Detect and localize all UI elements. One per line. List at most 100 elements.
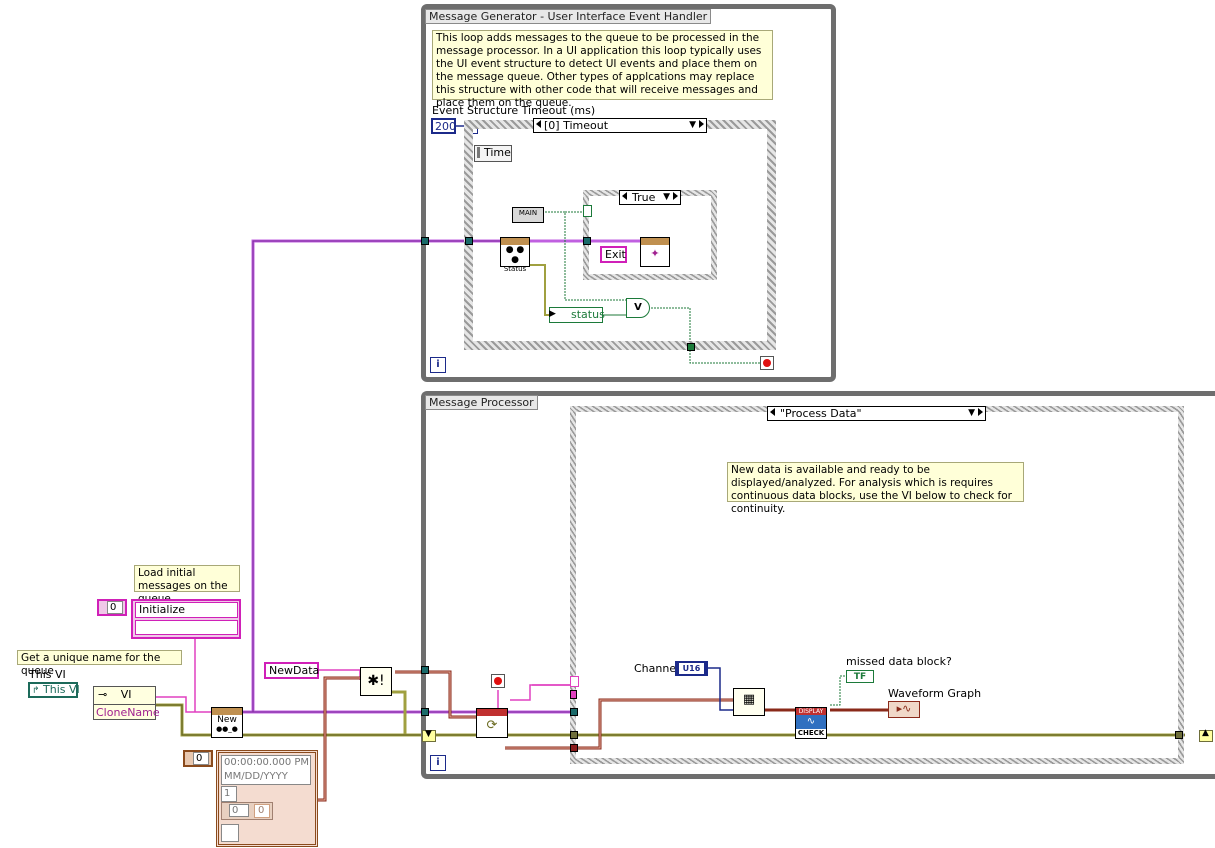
dequeue-subvi-node[interactable]: ⟳ — [476, 708, 508, 738]
exit-constant[interactable]: Exit — [600, 246, 627, 263]
enqueue-node-glyph: ✦ — [650, 247, 660, 260]
or-function-node: V — [626, 298, 650, 318]
channel-label: Channel — [634, 662, 680, 675]
missed-block-type: TF — [853, 672, 867, 682]
this-vi-label: This VI — [29, 668, 66, 681]
message-processor-loop — [421, 391, 1215, 779]
initialize-constant[interactable]: Initialize — [135, 602, 238, 618]
process-decrement-icon[interactable] — [770, 408, 775, 416]
stop-condition-tunnel — [687, 343, 695, 351]
newdata-tunnel-processor-loop — [421, 666, 429, 674]
newdata-constant[interactable]: NewData — [264, 662, 319, 679]
array-empty-element[interactable] — [135, 620, 238, 635]
timeout-constant[interactable]: 200 — [431, 118, 456, 134]
inner-case-selector[interactable]: True ▼ — [619, 190, 681, 205]
waveform-graph-label: Waveform Graph — [888, 687, 982, 700]
shift-register-left: ▼ — [422, 729, 436, 742]
process-case-structure — [570, 406, 1184, 764]
bundle-pink-terminal-2 — [570, 690, 577, 699]
this-vi-const-label: This VI — [43, 683, 80, 696]
processor-stop-constant-icon — [491, 674, 505, 688]
property-node-icon: ⊸ — [98, 688, 108, 701]
process-increment-icon[interactable] — [978, 408, 983, 416]
dequeue-node-glyph: ⟳ — [486, 718, 498, 733]
enqueue-newdata-glyph: ✱! — [367, 673, 385, 689]
bundle-pink-terminal — [570, 676, 579, 687]
obtain-queue-subvi[interactable]: New ●●_● — [211, 707, 243, 738]
status-node-label: Status — [503, 265, 527, 273]
event-case-selector[interactable]: [0] Timeout ▼ — [533, 118, 707, 133]
time-node-bar — [477, 147, 480, 158]
shift-register-left-arrow: ▼ — [425, 729, 432, 739]
message-generator-title: Message Generator - User Interface Event… — [425, 9, 712, 24]
check-continuity-subvi[interactable]: DISPLAY ∿ CHECK — [795, 707, 827, 739]
queue-tunnel-event-in — [465, 237, 473, 245]
property-node[interactable]: ⊸ VI CloneName — [93, 686, 160, 720]
missed-block-label: missed data block? — [846, 655, 952, 668]
status-indicator-label: status — [571, 308, 605, 321]
obtain-queue-label: New — [217, 715, 237, 725]
cluster-value-2[interactable]: 0 — [229, 804, 249, 817]
status-indicator[interactable]: ▶ status — [549, 307, 605, 323]
array-index[interactable]: 0 — [107, 601, 123, 614]
property-node-class: VI — [120, 688, 132, 701]
event-timeout-label: Event Structure Timeout (ms) — [432, 104, 596, 117]
cluster-value-1[interactable]: 1 — [221, 786, 237, 802]
timestamp-index-value[interactable]: 0 — [193, 752, 209, 765]
generator-comment: This loop adds messages to the queue to … — [432, 30, 773, 109]
timestamp-time: 00:00:00.000 PM — [224, 757, 310, 768]
timestamp-date: MM/DD/YYYY — [224, 771, 288, 782]
main-node-label: MAIN — [518, 209, 538, 217]
cluster-empty-element[interactable] — [221, 824, 239, 842]
increment-arrow-icon[interactable] — [699, 120, 704, 128]
this-vi-constant[interactable]: ↱ This VI — [28, 682, 80, 698]
process-data-comment: New data is available and ready to be di… — [727, 462, 1024, 515]
inner-decrement-icon[interactable] — [622, 192, 627, 200]
process-dropdown-icon[interactable]: ▼ — [968, 408, 975, 418]
event-case-label: [0] Timeout — [544, 119, 609, 132]
timestamp-constant[interactable]: 00:00:00.000 PM MM/DD/YYYY — [221, 755, 311, 785]
dequeue-node-header — [477, 709, 507, 716]
this-vi-arrow-icon: ↱ — [32, 686, 40, 696]
enqueue-subvi-node[interactable]: ✦ — [640, 237, 670, 267]
status-subvi-node[interactable]: ● ● ● Status — [500, 237, 530, 273]
channel-control[interactable]: U16 — [675, 661, 708, 676]
process-case-label: "Process Data" — [780, 407, 862, 420]
queue-tunnel-processor-loop — [421, 708, 429, 716]
processor-iteration-icon: i — [430, 755, 446, 771]
time-event-data-node: Time — [474, 145, 512, 162]
check-node-label: CHECK — [797, 729, 825, 737]
queue-tunnel-case-in — [583, 237, 591, 245]
message-processor-title: Message Processor — [425, 395, 538, 410]
waveform-icon: ▸∿ — [896, 702, 912, 715]
shift-register-right-arrow: ▲ — [1202, 728, 1209, 738]
time-node-label: Time — [484, 146, 511, 159]
missed-block-indicator[interactable]: TF — [846, 670, 874, 683]
status-node-header — [501, 238, 529, 245]
cluster-value-3[interactable]: 0 — [254, 804, 270, 818]
main-constant-node: MAIN — [512, 207, 544, 223]
channel-type: U16 — [679, 663, 704, 674]
case-selector-terminal — [583, 205, 592, 217]
check-node-header: DISPLAY — [796, 708, 826, 715]
waveform-graph-indicator[interactable]: ▸∿ — [888, 701, 920, 718]
status-node-dots: ● ● ● — [505, 245, 525, 265]
index-array-glyph: ▦ — [742, 692, 756, 707]
status-arrow-icon: ▶ — [549, 309, 556, 319]
shift-register-right: ▲ — [1199, 728, 1213, 742]
dropdown-arrow-icon[interactable]: ▼ — [689, 120, 696, 130]
initial-messages-comment: Load initial messages on the queue — [134, 565, 240, 605]
queue-tunnel-loop-in — [421, 237, 429, 245]
generator-stop-icon — [760, 356, 774, 370]
enqueue-node-header — [641, 238, 669, 245]
generator-iteration-icon: i — [430, 357, 446, 373]
cluster-tunnel-processor-case — [570, 744, 578, 752]
decrement-arrow-icon[interactable] — [536, 120, 541, 128]
error-tunnel-processor-case — [570, 731, 578, 739]
process-case-selector[interactable]: "Process Data" ▼ — [767, 406, 986, 421]
inner-increment-icon[interactable] — [673, 192, 678, 200]
property-node-header: ⊸ VI — [94, 687, 155, 705]
inner-dropdown-icon[interactable]: ▼ — [663, 192, 670, 202]
enqueue-newdata-node: ✱! — [360, 667, 392, 696]
obtain-queue-dots: ●●_● — [216, 725, 238, 733]
